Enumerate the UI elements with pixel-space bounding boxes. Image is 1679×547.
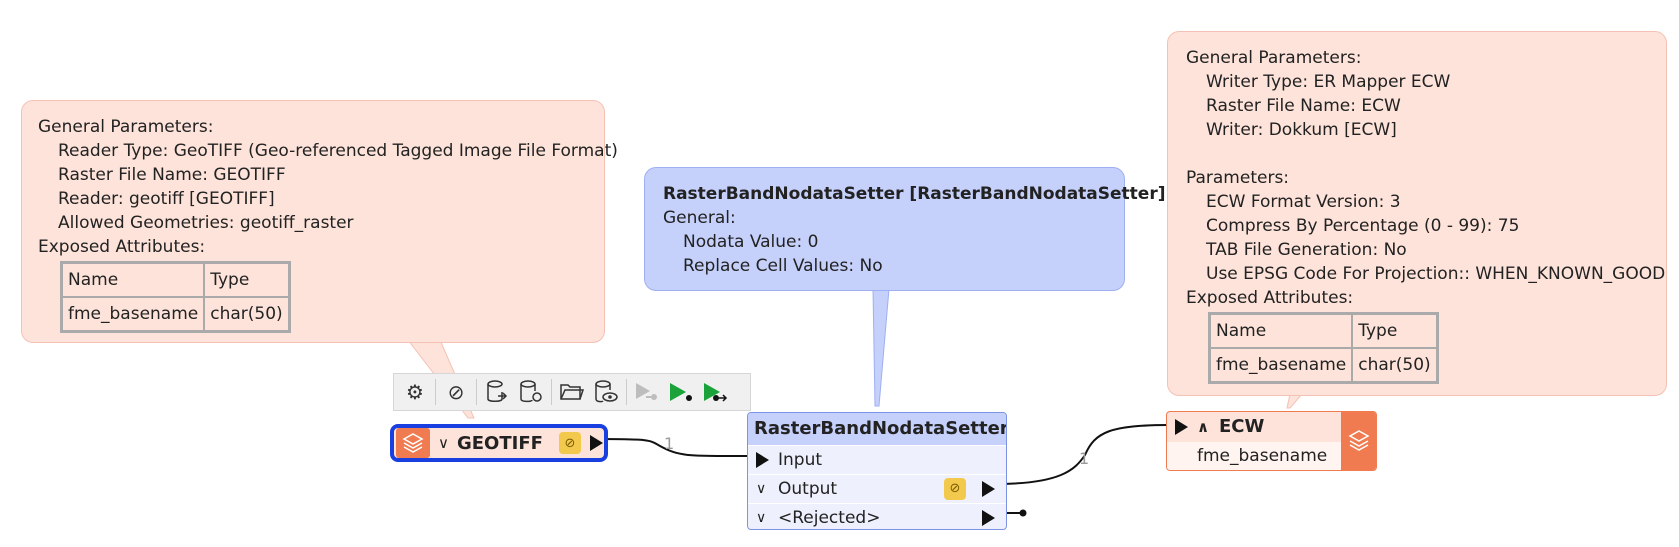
- spacer: [1186, 142, 1648, 166]
- raster-file-name-line: Raster File Name: GEOTIFF: [58, 165, 286, 185]
- collapse-chevron-icon[interactable]: ∨: [438, 434, 449, 452]
- nodata-value-line: Nodata Value: 0: [683, 232, 819, 252]
- table-header-name: Name: [62, 263, 205, 297]
- connection-feature-count: 1: [1079, 449, 1090, 468]
- connection-output-to-ecw[interactable]: [994, 424, 1171, 485]
- writer-node-label: ECW: [1219, 416, 1265, 437]
- transformer-bubble-pointer: [872, 288, 890, 407]
- output-port-label: Output: [778, 479, 838, 499]
- transformer-title: RasterBandNodataSetter: [748, 413, 1006, 445]
- input-port-arrow-icon[interactable]: [1175, 419, 1188, 435]
- disable-icon[interactable]: ⊘: [447, 380, 465, 404]
- rejected-port-label: <Rejected>: [778, 508, 881, 528]
- gear-icon[interactable]: ⚙: [406, 380, 424, 404]
- parameters-heading: Parameters:: [1186, 168, 1290, 188]
- input-port-label: Input: [778, 450, 823, 470]
- rejected-port[interactable]: ∨ <Rejected>: [748, 503, 1006, 529]
- general-parameters-heading: General Parameters:: [38, 117, 214, 137]
- layers-icon: [1341, 412, 1376, 470]
- connection-feature-count: 1: [664, 434, 675, 453]
- allowed-geometries-line: Allowed Geometries: geotiff_raster: [58, 213, 354, 233]
- writer-annotation-bubble: General Parameters: Writer Type: ER Mapp…: [1167, 31, 1667, 396]
- database-export-icon[interactable]: [483, 378, 511, 406]
- output-port-arrow-icon: [982, 481, 995, 497]
- transformer-annotation-bubble: RasterBandNodataSetter [RasterBandNodata…: [644, 167, 1166, 291]
- compress-percentage-line: Compress By Percentage (0 - 99): 75: [1206, 216, 1520, 236]
- exposed-attributes-table: Name Type fme_basename char(50): [60, 261, 291, 333]
- writer-feature-type-ecw[interactable]: ∧ ECW fme_basename: [1166, 411, 1377, 471]
- feature-type-toolbar: ⚙ ⊘: [393, 373, 751, 411]
- output-port-arrow-icon[interactable]: [589, 435, 603, 451]
- toolbar-separator: [626, 379, 627, 405]
- table-cell-type: char(50): [1352, 348, 1437, 382]
- rejected-port-arrow-icon: [982, 510, 995, 526]
- writer-line: Writer: Dokkum [ECW]: [1206, 120, 1397, 140]
- toolbar-separator: [435, 379, 436, 405]
- transformer-raster-band-nodata-setter[interactable]: RasterBandNodataSetter Input ∨ Output ⊘ …: [747, 412, 1007, 530]
- table-cell-name: fme_basename: [62, 297, 205, 331]
- collapse-chevron-icon[interactable]: ∨: [756, 481, 767, 497]
- database-view-icon[interactable]: [592, 378, 620, 406]
- toolbar-separator: [551, 379, 552, 405]
- connection-geotiff-to-input[interactable]: [595, 438, 751, 458]
- reader-line: Reader: geotiff [GEOTIFF]: [58, 189, 275, 209]
- expand-chevron-icon[interactable]: ∧: [1197, 418, 1210, 436]
- ecw-format-version-line: ECW Format Version: 3: [1206, 192, 1401, 212]
- transformer-bubble-title: RasterBandNodataSetter [RasterBandNodata…: [663, 184, 1166, 204]
- run-from-this-icon[interactable]: [701, 378, 729, 406]
- input-port-arrow-icon: [756, 452, 769, 468]
- epsg-code-line: Use EPSG Code For Projection:: WHEN_KNOW…: [1206, 264, 1666, 284]
- replace-cell-values-line: Replace Cell Values: No: [683, 256, 883, 276]
- table-cell-name: fme_basename: [1210, 348, 1353, 382]
- general-parameters-heading: General Parameters:: [1186, 48, 1362, 68]
- table-header-type: Type: [1352, 314, 1437, 348]
- reader-type-line: Reader Type: GeoTIFF (Geo-referenced Tag…: [58, 141, 618, 161]
- table-cell-type: char(50): [204, 297, 289, 331]
- folder-open-icon[interactable]: [558, 378, 586, 406]
- raster-file-name-line: Raster File Name: ECW: [1206, 96, 1401, 116]
- general-section-heading: General:: [663, 208, 736, 228]
- input-port[interactable]: Input: [748, 445, 1006, 474]
- tab-file-generation-line: TAB File Generation: No: [1206, 240, 1407, 260]
- exposed-attributes-table: Name Type fme_basename char(50): [1208, 312, 1439, 384]
- reader-feature-type-geotiff[interactable]: ∨ GEOTIFF ⊘: [390, 424, 608, 462]
- database-settings-icon[interactable]: [517, 378, 545, 406]
- collapse-chevron-icon[interactable]: ∨: [756, 510, 767, 526]
- run-to-this-icon[interactable]: [633, 378, 661, 406]
- reader-node-label: GEOTIFF: [456, 432, 543, 454]
- toolbar-separator: [476, 379, 477, 405]
- feature-cache-icon[interactable]: ⊘: [558, 432, 581, 454]
- writer-type-line: Writer Type: ER Mapper ECW: [1206, 72, 1451, 92]
- exposed-attributes-heading: Exposed Attributes:: [38, 237, 206, 257]
- run-icon[interactable]: [667, 378, 695, 406]
- table-header-type: Type: [204, 263, 289, 297]
- layers-icon: [396, 428, 430, 458]
- feature-cache-icon[interactable]: ⊘: [944, 478, 966, 500]
- writer-node-header: ∧ ECW: [1167, 412, 1376, 442]
- table-header-name: Name: [1210, 314, 1353, 348]
- exposed-attributes-heading: Exposed Attributes:: [1186, 288, 1354, 308]
- rejected-port-end: [1019, 509, 1027, 517]
- reader-annotation-bubble: General Parameters: Reader Type: GeoTIFF…: [21, 100, 618, 343]
- writer-bubble-pointer: [1286, 393, 1304, 409]
- output-port[interactable]: ∨ Output ⊘: [748, 474, 1006, 503]
